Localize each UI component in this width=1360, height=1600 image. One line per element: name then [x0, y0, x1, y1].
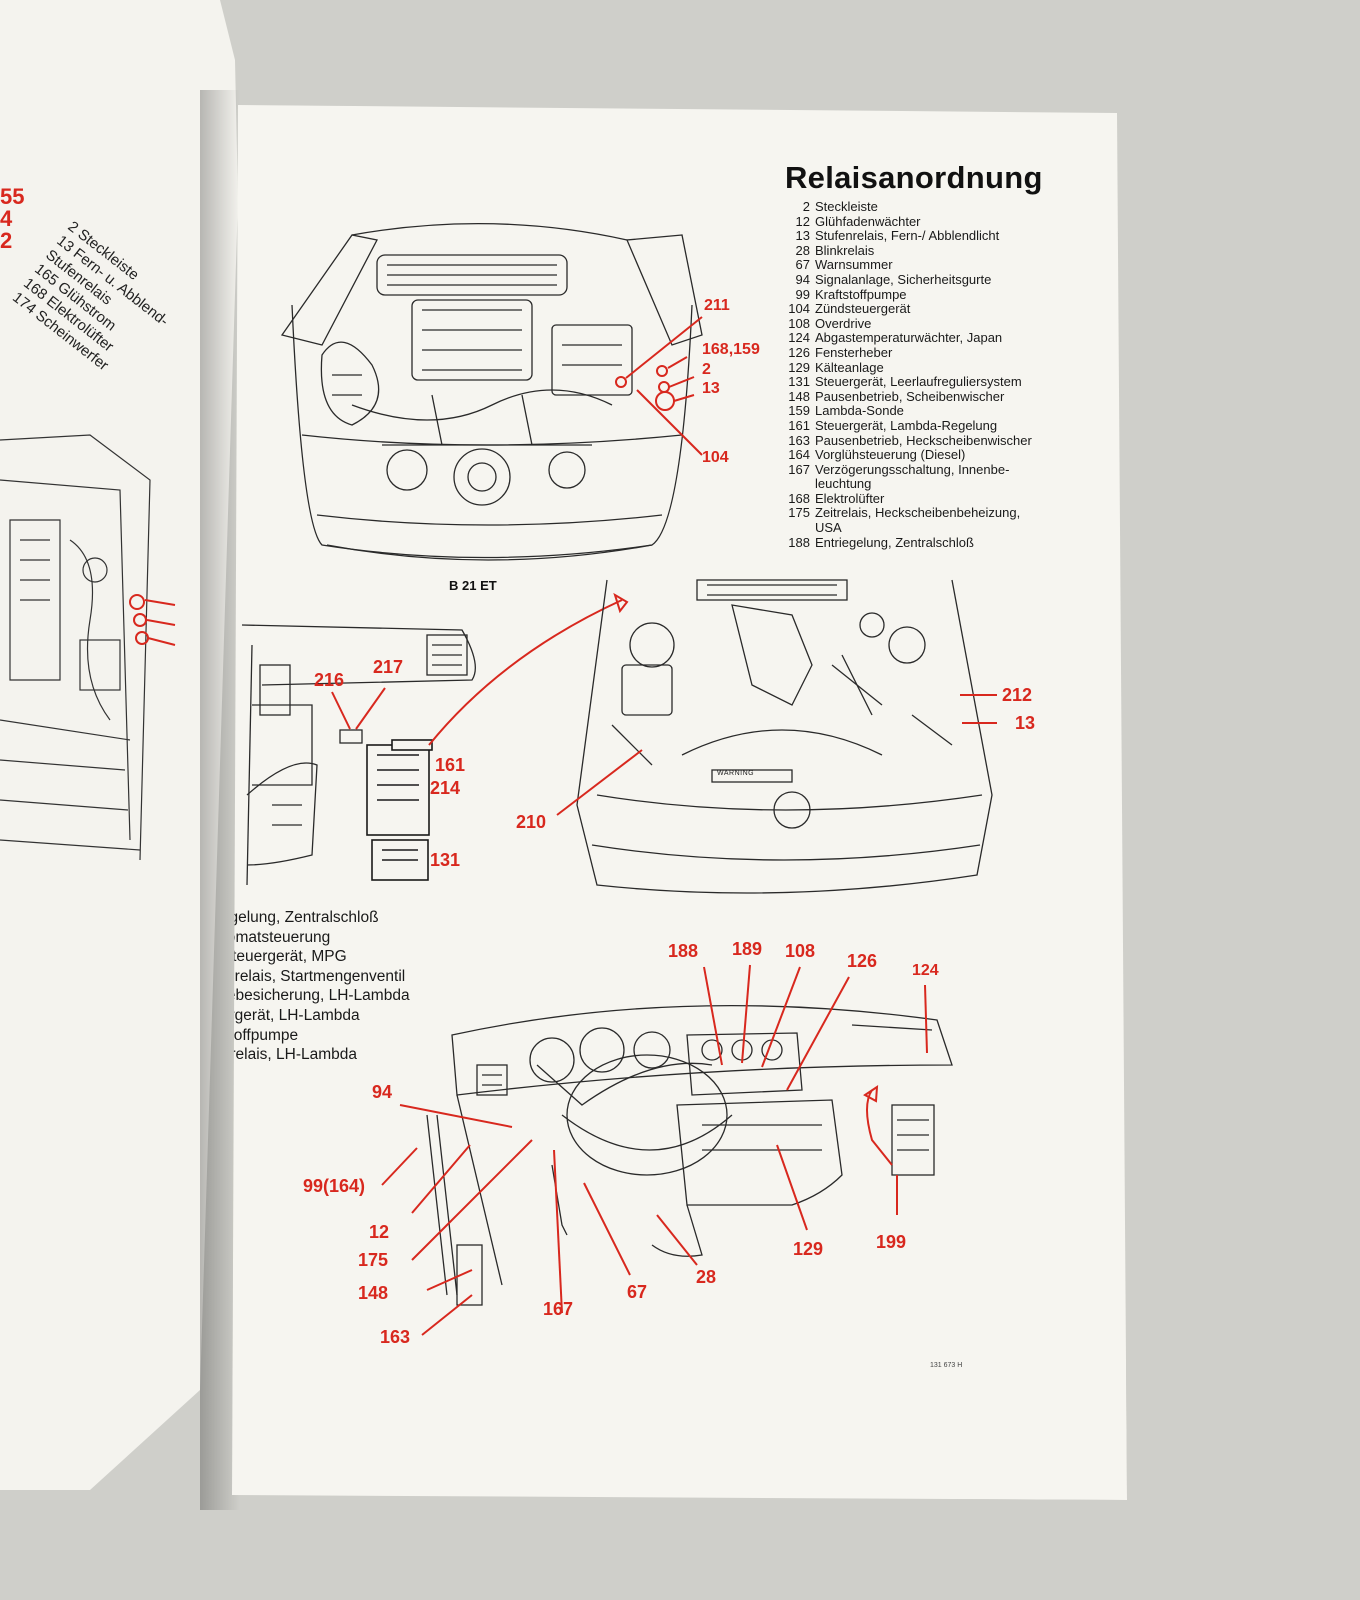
- legend-item: 217Hauptrelais, LH-Lambda: [189, 1046, 358, 1064]
- relay-legend-left: 189Verriegelung, Zentralschloß 199Tempom…: [189, 908, 410, 1065]
- callout-168-159: 168,159: [702, 341, 760, 358]
- engine-top-callout-lines: [615, 316, 703, 456]
- callout-12: 12: [369, 1222, 390, 1242]
- callout-67: 67: [627, 1282, 648, 1302]
- callout-163: 163: [380, 1327, 411, 1347]
- drawing-code: 131 673 H: [930, 1362, 963, 1369]
- callout-199: 199: [876, 1232, 907, 1252]
- legend-item: leuchtung: [815, 476, 872, 492]
- callout-216: 216: [314, 670, 345, 690]
- callout-211: 211: [704, 297, 730, 314]
- legend-item: 210Zündsteuergerät, MPG: [189, 948, 347, 966]
- callout-28: 28: [696, 1267, 717, 1287]
- callout-94: 94: [372, 1082, 393, 1102]
- control-unit-161-214: [366, 739, 433, 836]
- callout-129: 129: [793, 1239, 824, 1259]
- callout-188: 188: [668, 941, 699, 961]
- dash-left-illustration: [241, 624, 476, 886]
- legend-item: 212Schwebesicherung, LH-Lambda: [189, 987, 410, 1005]
- callout-161: 161: [435, 755, 466, 775]
- legend-item: USA: [815, 520, 842, 536]
- dashboard-callout-lines: [381, 964, 928, 1336]
- left-red-number: 2: [0, 228, 13, 253]
- callout-214: 214: [430, 778, 461, 798]
- legend-item: 199Tempomatsteuerung: [189, 928, 331, 946]
- warning-label: WARNING: [717, 770, 755, 777]
- callout-175: 175: [358, 1250, 389, 1270]
- left-page: 55 4 2 2 Steckleiste 13 Fern- u. Abblend…: [0, 0, 238, 1490]
- engine-bay-top-illustration: [280, 223, 703, 561]
- callout-124: 124: [912, 962, 939, 979]
- dashboard-illustration: [426, 1004, 953, 1306]
- engine-bottom-callout-lines: [556, 694, 997, 816]
- left-red-number: 55: [0, 184, 25, 209]
- page-number: 5: [1155, 1418, 1164, 1435]
- left-page-legend: 2 Steckleiste 13 Fern- u. Abblend- Stufe…: [9, 218, 225, 420]
- callout-189: 189: [732, 939, 763, 959]
- relay-location-drawings: [241, 223, 997, 1336]
- legend-item: 214Steuergerät, LH-Lambda: [189, 1006, 360, 1024]
- legend-item: 189Verriegelung, Zentralschloß: [189, 909, 379, 926]
- callout-108: 108: [785, 941, 816, 961]
- callout-210: 210: [516, 812, 547, 832]
- callout-212: 212: [1002, 685, 1033, 705]
- dash-left-callout-lines: [331, 592, 629, 746]
- control-unit-131: [371, 839, 429, 881]
- callout-148: 148: [358, 1283, 389, 1303]
- callout-13: 13: [702, 380, 720, 397]
- engine-bay-bottom-illustration: [576, 579, 993, 894]
- legend-item: 216Kraftstoffpumpe: [189, 1026, 299, 1044]
- callout-104: 104: [702, 449, 729, 466]
- page-title: Relaisanordnung: [785, 160, 1043, 195]
- callout-131: 131: [430, 850, 461, 870]
- callout-217: 217: [373, 657, 404, 677]
- callout-2: 2: [702, 361, 711, 378]
- callout-126: 126: [847, 951, 878, 971]
- callout-167: 167: [543, 1299, 574, 1319]
- engine-caption: B 21 ET: [449, 578, 497, 593]
- callout-99-164: 99(164): [303, 1176, 366, 1196]
- left-red-number: 4: [0, 206, 13, 231]
- legend-item: 211Impulsrelais, Startmengenventil: [189, 967, 406, 985]
- left-engine-drawing: [0, 434, 176, 861]
- callout-13-bottom: 13: [1015, 713, 1036, 733]
